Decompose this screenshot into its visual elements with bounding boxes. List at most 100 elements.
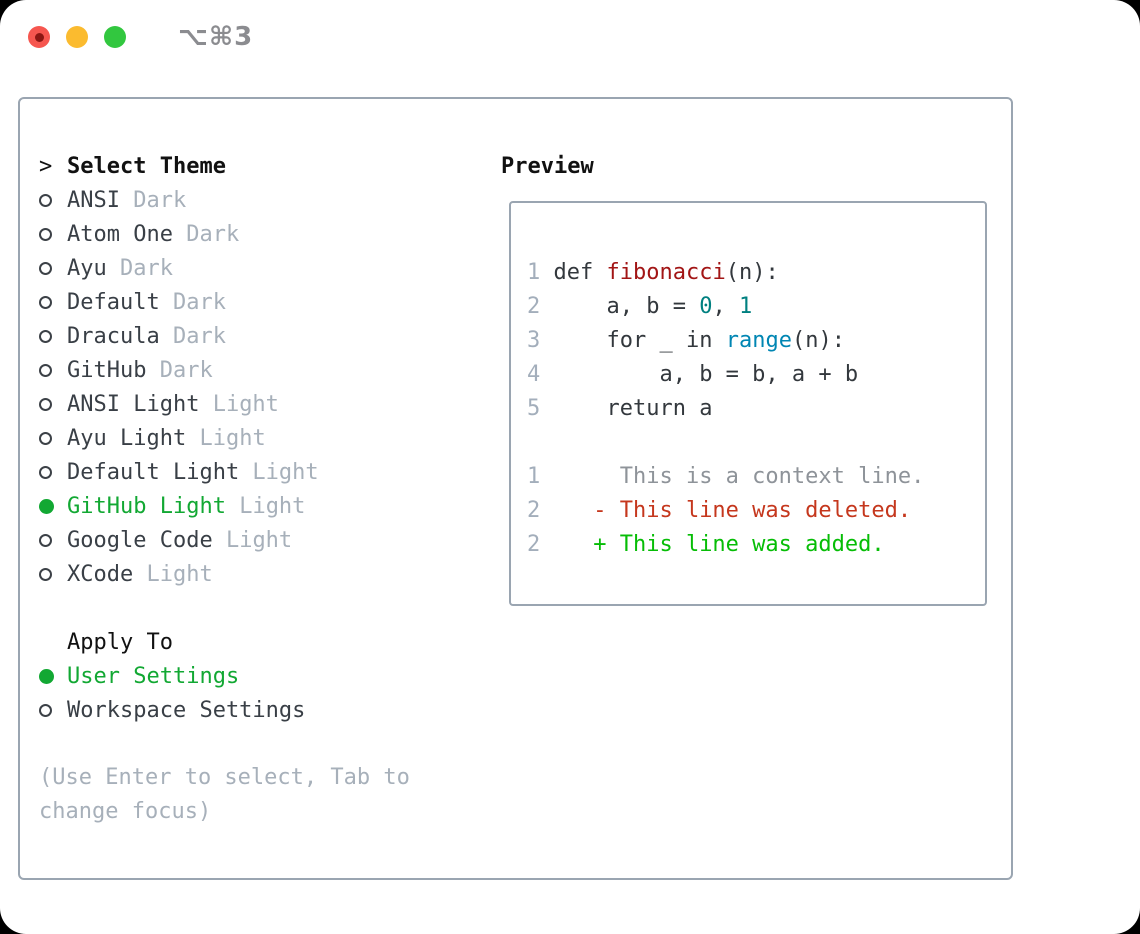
close-dot-icon: [34, 32, 44, 42]
radio-glyph: [39, 227, 52, 241]
theme-name: Ayu Light: [67, 425, 187, 451]
radio-glyph: [39, 295, 52, 309]
theme-name: GitHub: [67, 357, 147, 383]
radio-selected-icon: [39, 668, 67, 684]
close-button-icon[interactable]: [28, 26, 50, 48]
code-line: 1 def fibonacci(n):: [527, 255, 985, 289]
code-line: 2 a, b = 0, 1: [527, 289, 985, 323]
theme-name: XCode: [67, 561, 134, 587]
radio-icon: [39, 227, 67, 241]
line-number: 2: [527, 497, 541, 523]
radio-glyph: [39, 498, 54, 514]
diff-line: 2 - This line was deleted.: [527, 493, 985, 527]
radio-icon: [39, 397, 67, 411]
line-number: 2: [527, 531, 541, 557]
theme-name: GitHub Light: [67, 493, 226, 519]
minimize-button-icon[interactable]: [66, 26, 88, 48]
apply-option-label: Workspace Settings: [67, 697, 306, 723]
theme-item[interactable]: Atom One Dark: [39, 217, 501, 251]
line-number: 5: [527, 395, 554, 421]
theme-item[interactable]: Ayu Light Light: [39, 421, 501, 455]
radio-icon: [39, 567, 67, 581]
code-line: 3 for _ in range(n):: [527, 323, 985, 357]
code-token-keyword: return: [606, 395, 686, 421]
theme-item[interactable]: Default Light Light: [39, 455, 501, 489]
spacer: [39, 591, 501, 625]
radio-icon: [39, 261, 67, 275]
code-token-builtin: range: [725, 327, 792, 353]
diff-text-deleted: - This line was deleted.: [540, 497, 912, 523]
theme-name: Google Code: [67, 527, 213, 553]
radio-glyph: [39, 261, 52, 275]
theme-item[interactable]: Ayu Dark: [39, 251, 501, 285]
theme-item[interactable]: ANSI Light Light: [39, 387, 501, 421]
radio-icon: [39, 533, 67, 547]
code-token-plain: [554, 396, 607, 421]
theme-item[interactable]: Default Dark: [39, 285, 501, 319]
theme-header-label: Select Theme: [67, 153, 226, 179]
theme-item[interactable]: Google Code Light: [39, 523, 501, 557]
theme-name: Default Light: [67, 459, 240, 485]
radio-selected-icon: [39, 498, 67, 514]
radio-glyph: [39, 703, 52, 717]
theme-variant: Light: [212, 527, 293, 553]
theme-name: ANSI: [67, 187, 120, 213]
radio-icon: [39, 363, 67, 377]
radio-glyph: [39, 363, 52, 377]
theme-name: Ayu: [67, 255, 107, 281]
window-title: ⌥⌘3: [178, 22, 254, 52]
code-token-plain: [554, 328, 607, 353]
diff-line: 2 + This line was added.: [527, 527, 985, 561]
code-token-plain: _: [646, 327, 686, 353]
apply-to-label: Apply To: [67, 629, 173, 655]
theme-variant: Dark: [159, 289, 226, 315]
diff-block: 1 This is a context line.2 - This line w…: [527, 459, 985, 561]
code-line: 5 return a: [527, 391, 985, 425]
radio-icon: [39, 431, 67, 445]
code-token-keyword: for: [606, 327, 647, 353]
theme-variant: Light: [199, 391, 279, 417]
code-line: 4 a, b = b, a + b: [527, 357, 985, 391]
radio-icon: [39, 193, 67, 207]
code-token-number: 0: [699, 293, 713, 319]
radio-glyph: [39, 397, 52, 411]
theme-item[interactable]: XCode Light: [39, 557, 501, 591]
theme-name: Default: [67, 289, 160, 315]
theme-variant: Light: [133, 561, 213, 587]
theme-variant: Dark: [146, 357, 213, 383]
theme-item[interactable]: GitHub Dark: [39, 353, 501, 387]
theme-variant: Dark: [119, 187, 187, 213]
theme-variant: Light: [186, 425, 266, 451]
radio-icon: [39, 465, 67, 479]
theme-variant: Dark: [159, 323, 226, 349]
preview-column: Preview 1 def fibonacci(n):2 a, b = 0, 1…: [501, 149, 1001, 878]
theme-item[interactable]: ANSI Dark: [39, 183, 501, 217]
theme-item[interactable]: GitHub Light Light: [39, 489, 501, 523]
radio-glyph: [39, 465, 52, 479]
radio-glyph: [39, 567, 52, 581]
line-number: 3: [527, 327, 554, 353]
theme-name: Atom One: [67, 221, 173, 247]
theme-item[interactable]: Dracula Dark: [39, 319, 501, 353]
radio-icon: [39, 703, 67, 717]
apply-option[interactable]: User Settings: [39, 659, 501, 693]
theme-variant: Light: [225, 493, 306, 519]
zoom-button-icon[interactable]: [104, 26, 126, 48]
theme-name: Dracula: [67, 323, 160, 349]
code-token-plain: a: [685, 395, 713, 421]
spacer: [527, 425, 985, 459]
line-number: 1: [527, 259, 554, 285]
theme-variant: Dark: [106, 255, 173, 281]
radio-icon: [39, 295, 67, 309]
prompt-icon: >: [39, 153, 53, 179]
radio-icon: [39, 329, 67, 343]
code-token-keyword: in: [685, 327, 713, 353]
radio-glyph: [39, 193, 52, 207]
code-token-plain: [712, 328, 725, 353]
radio-glyph: [39, 668, 54, 684]
apply-option[interactable]: Workspace Settings: [39, 693, 501, 727]
